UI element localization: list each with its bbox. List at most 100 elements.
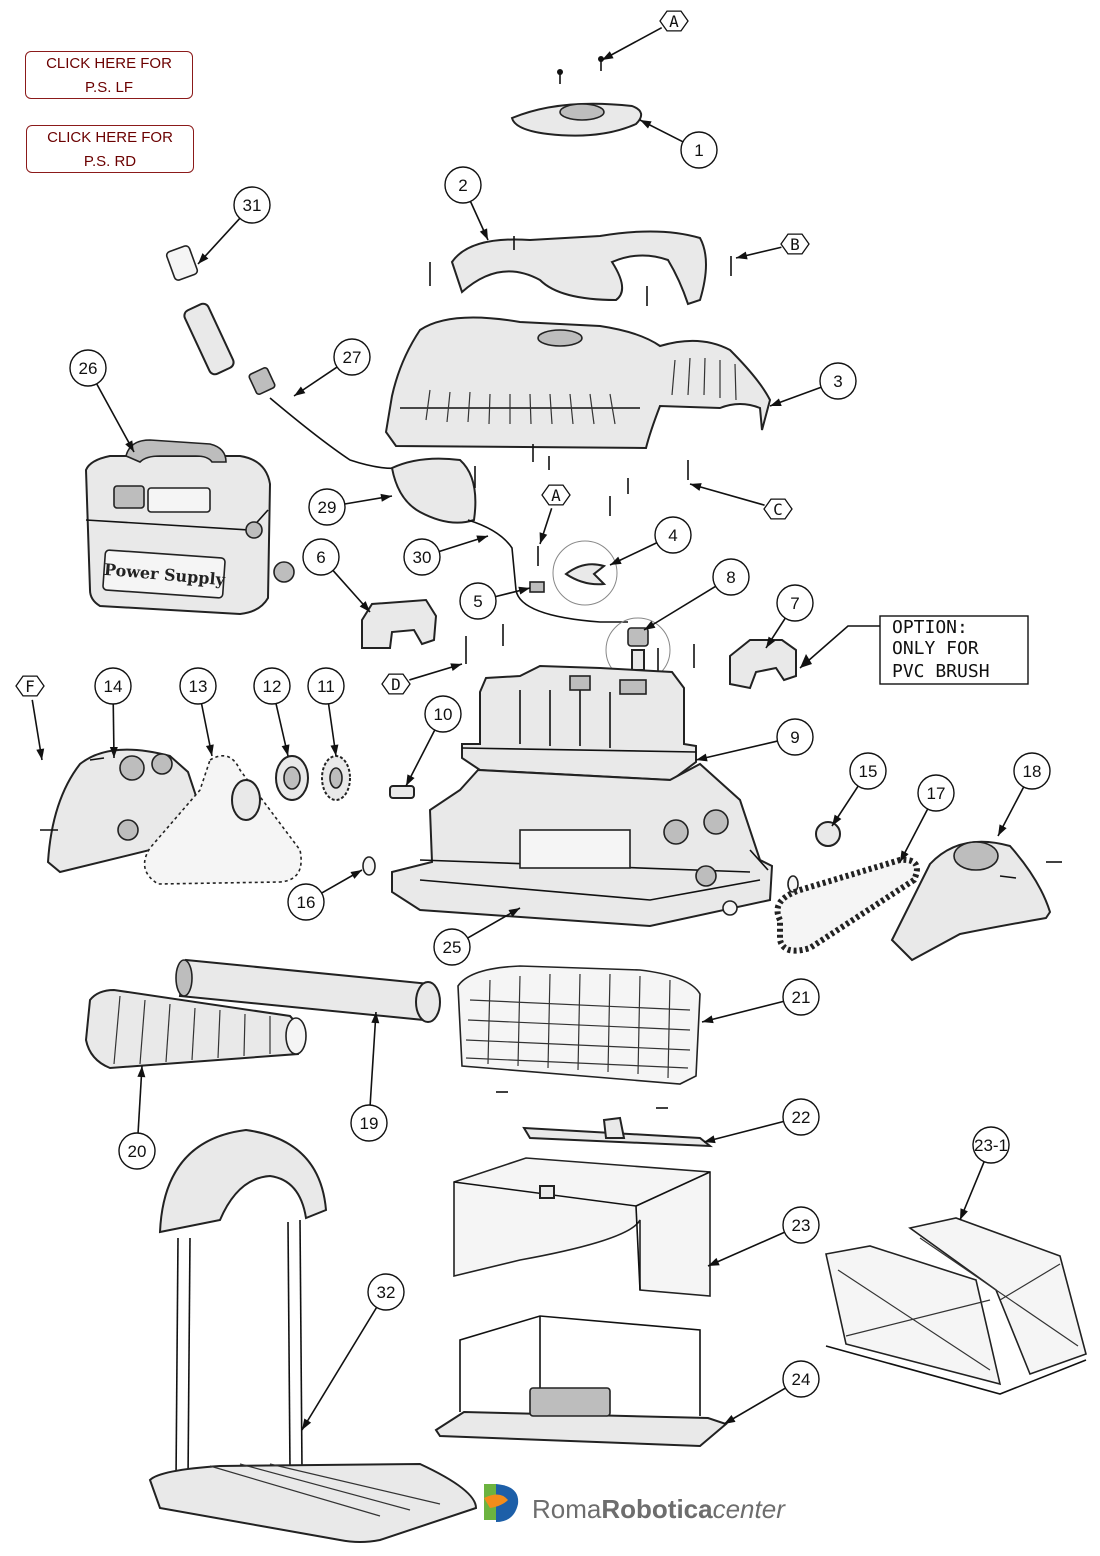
part-10-pin [389,785,415,799]
leader-line-c26 [95,383,135,453]
callout-circle-c13 [179,667,217,705]
callout-circle-c23 [782,1206,820,1244]
leader-arrow-c4 [610,556,622,565]
leader-arrow-c19 [371,1012,380,1024]
logo-text: RomaRoboticacenter [532,1494,786,1524]
callout-circle-c7 [776,584,814,622]
part-17-track-right [774,856,920,954]
callout-label-c13: 13 [189,677,208,696]
leader-arrow-c21 [702,1015,714,1024]
part-11-gear [321,755,351,801]
callout-circle-c23_1 [972,1126,1010,1164]
part-5-clip [529,546,545,593]
callout-label-c25: 25 [443,938,462,957]
callout-hex-hC [763,498,793,520]
leader-arrow-c1 [640,120,652,129]
leader-arrow-c10 [406,774,415,786]
callout-circle-c18 [1013,752,1051,790]
leader-arrow-c9 [696,753,708,762]
callout-label-c16: 16 [297,893,316,912]
callout-circle-c2 [444,166,482,204]
part-32-caddy [148,1128,478,1543]
part-12-wheel [231,755,309,821]
part-7-pvc-brush-spacer [729,639,797,690]
leader-line-c23 [707,1231,785,1267]
leader-arrow-hC [690,483,702,491]
callout-label-c26: 26 [79,359,98,378]
callout-label-hA1: A [669,12,679,31]
callout-circle-c19 [350,1104,388,1142]
callout-label-c4: 4 [668,526,677,545]
leader-arrow-c20 [137,1066,146,1078]
callout-label-c19: 19 [360,1114,379,1133]
callout-label-c18: 18 [1023,762,1042,781]
leader-arrow-c8 [644,620,656,630]
leader-arrow-c31 [198,253,209,264]
leader-arrow-c7 [766,636,776,648]
part-29-swivel-cover [390,457,477,524]
leader-arrow-c27 [294,386,306,396]
callout-hex-hD [381,673,411,695]
option-line-3: PVC BRUSH [892,661,990,682]
ps-lf-link-button[interactable]: CLICK HERE FOR P.S. LF [25,51,193,99]
callout-label-c3: 3 [833,372,842,391]
leader-line-c8 [643,585,717,631]
callout-circle-c25 [433,928,471,966]
callout-circle-c24 [782,1360,820,1398]
callout-circle-c21 [782,978,820,1016]
part-19-roller [175,958,441,1023]
option-line-2: ONLY FOR [892,638,979,659]
callout-label-c29: 29 [318,498,337,517]
logo-text-center: center [713,1494,787,1524]
leader-arrow-hF [36,748,45,760]
leader-line-c19 [369,1011,377,1106]
part-18-right-side-plate [890,840,1062,962]
leader-arrow-c32 [302,1418,312,1430]
callout-label-c23: 23 [792,1216,811,1235]
leader-arrow-c25 [508,908,520,917]
callout-hex-hB [780,233,810,255]
callout-label-c15: 15 [859,762,878,781]
callout-label-c32: 32 [377,1283,396,1302]
callout-labels: 123456789101112131415161718192021222323-… [15,10,1051,1431]
logo-text-roma: Roma [532,1494,602,1524]
part-21-filter-basket [457,965,701,1109]
part-4-impeller [552,540,618,606]
callout-label-c7: 7 [790,594,799,613]
leader-arrow-c13 [205,744,214,756]
part-23-filter-frame [453,1157,711,1297]
callout-hex-hA1 [659,10,689,32]
ps-rd-link-button[interactable]: CLICK HERE FOR P.S. RD [26,125,194,173]
leader-arrow-hA1 [602,51,614,60]
part-30-cable-sleeve [467,519,628,623]
part-6-brush-spacer [361,598,438,649]
callout-circle-c16 [287,883,325,921]
leader-arrow-c17 [900,850,909,862]
leader-arrow-c18 [998,824,1007,836]
part-22-filter-clip [522,1116,714,1148]
leader-line-c21 [701,1000,784,1023]
callout-circle-c1 [680,131,718,169]
part-26-power-supply: Power Supply [84,439,295,616]
callout-circle-c29 [308,488,346,526]
callout-circle-c20 [118,1132,156,1170]
leader-line-c9 [695,740,778,761]
ps-rd-line-2: P.S. RD [83,153,137,170]
leader-arrow-hA2 [539,532,548,544]
callout-label-c22: 22 [792,1108,811,1127]
callout-label-c2: 2 [458,176,467,195]
leader-arrow-c26 [125,440,134,452]
leader-arrow-c11 [330,744,339,756]
part-9-motor-unit [461,624,697,782]
leader-arrow-c23_1 [960,1208,968,1220]
part-24-bottom-lid [434,1315,729,1448]
callout-label-c21: 21 [792,988,811,1007]
callout-circle-c14 [94,667,132,705]
leader-arrow-c14 [109,746,118,758]
callout-circle-c22 [782,1098,820,1136]
callout-label-c17: 17 [927,784,946,803]
callout-label-c5: 5 [473,592,482,611]
callout-label-hC: C [773,500,783,519]
part-31-cable-connector [165,245,276,396]
callout-circle-c10 [424,695,462,733]
